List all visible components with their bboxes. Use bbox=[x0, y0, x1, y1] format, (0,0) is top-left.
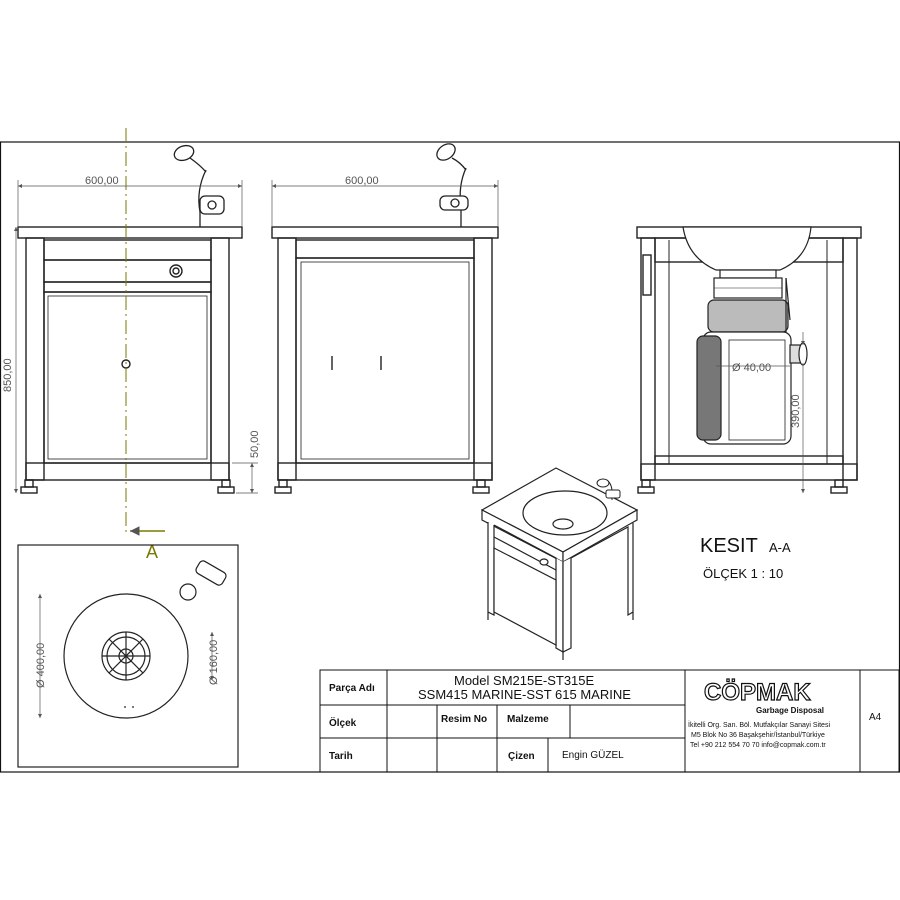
drawn-by-value: Engin GÜZEL bbox=[562, 749, 624, 761]
label-scale: Ölçek bbox=[329, 716, 357, 729]
company-tagline: Garbage Disposal bbox=[756, 706, 824, 715]
label-part-name: Parça Adı bbox=[329, 683, 375, 694]
dim-height: 850,00 bbox=[2, 358, 14, 392]
section-scale: ÖLÇEK 1 : 10 bbox=[703, 566, 783, 581]
company-address-3: Tel +90 212 554 70 70 info@copmak.com.tr bbox=[690, 742, 826, 749]
label-drawn-by: Çizen bbox=[508, 751, 535, 762]
dim-front-width: 600,00 bbox=[85, 175, 119, 187]
part-name-line1: Model SM215E-ST315E bbox=[454, 673, 595, 688]
part-name-line2: SSM415 MARINE-SST 615 MARINE bbox=[418, 687, 631, 702]
section-view bbox=[636, 226, 862, 494]
section-dimensions bbox=[716, 332, 806, 493]
front-dimensions bbox=[13, 180, 258, 494]
dim-bowl-diameter: Ø 400,00 bbox=[35, 643, 47, 688]
side-view bbox=[271, 226, 499, 494]
sink-disposer-section bbox=[682, 226, 812, 445]
section-title-suffix: A-A bbox=[769, 540, 791, 555]
label-date: Tarih bbox=[329, 751, 353, 762]
faucet-isometric bbox=[596, 478, 621, 500]
top-dimensions bbox=[37, 594, 215, 718]
label-drawing-no: Resim No bbox=[441, 714, 487, 725]
faucet-front-view bbox=[173, 144, 225, 227]
label-material: Malzeme bbox=[507, 714, 549, 725]
dim-pipe-diameter: Ø 40,00 bbox=[732, 362, 771, 374]
company-address-2: M5 Blok No 36 Başakşehir/İstanbul/Türkiy… bbox=[691, 730, 825, 739]
faucet-side-view bbox=[436, 143, 469, 227]
section-title: KESIT bbox=[700, 535, 758, 557]
side-dimensions bbox=[271, 180, 499, 226]
sheet-size: A4 bbox=[869, 712, 882, 723]
dim-drain-diameter: Ø 160,00 bbox=[208, 640, 220, 685]
company-address-1: İkitelli Org. San. Böl. Mutfakçılar Sana… bbox=[688, 720, 830, 729]
dim-side-width: 600,00 bbox=[345, 175, 379, 187]
title-block bbox=[319, 669, 900, 773]
dim-pipe-height: 390,00 bbox=[790, 394, 802, 428]
dim-foot-height: 50,00 bbox=[249, 430, 261, 458]
isometric-view bbox=[480, 467, 639, 660]
top-view bbox=[17, 544, 239, 768]
company-logo: CÖPMAK bbox=[704, 679, 811, 706]
section-line-a bbox=[125, 128, 165, 536]
section-marker: A bbox=[146, 542, 158, 562]
front-view bbox=[17, 226, 243, 494]
